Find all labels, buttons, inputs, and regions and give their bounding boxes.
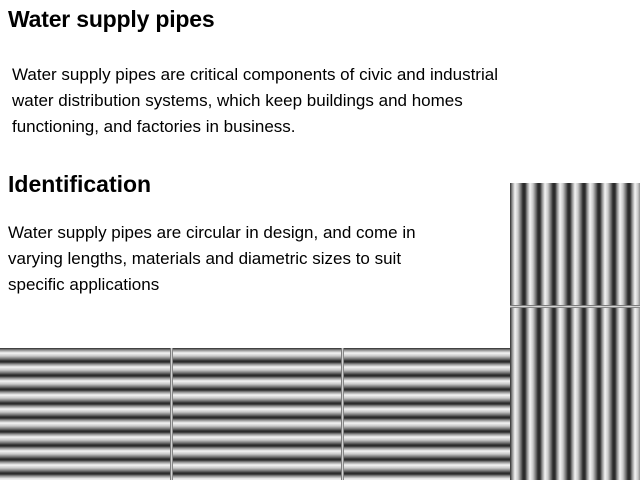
- pipe-joint: [341, 348, 344, 480]
- vertical-pipes-image: [510, 183, 640, 480]
- pipe-joint: [510, 305, 640, 308]
- section-paragraph: Water supply pipes are circular in desig…: [8, 223, 416, 294]
- section-heading: Identification: [8, 171, 152, 197]
- slide-title: Water supply pipes: [8, 6, 215, 32]
- intro-paragraph: Water supply pipes are critical componen…: [12, 65, 498, 136]
- horizontal-pipes-image: [0, 348, 512, 480]
- pipe-joint: [170, 348, 173, 480]
